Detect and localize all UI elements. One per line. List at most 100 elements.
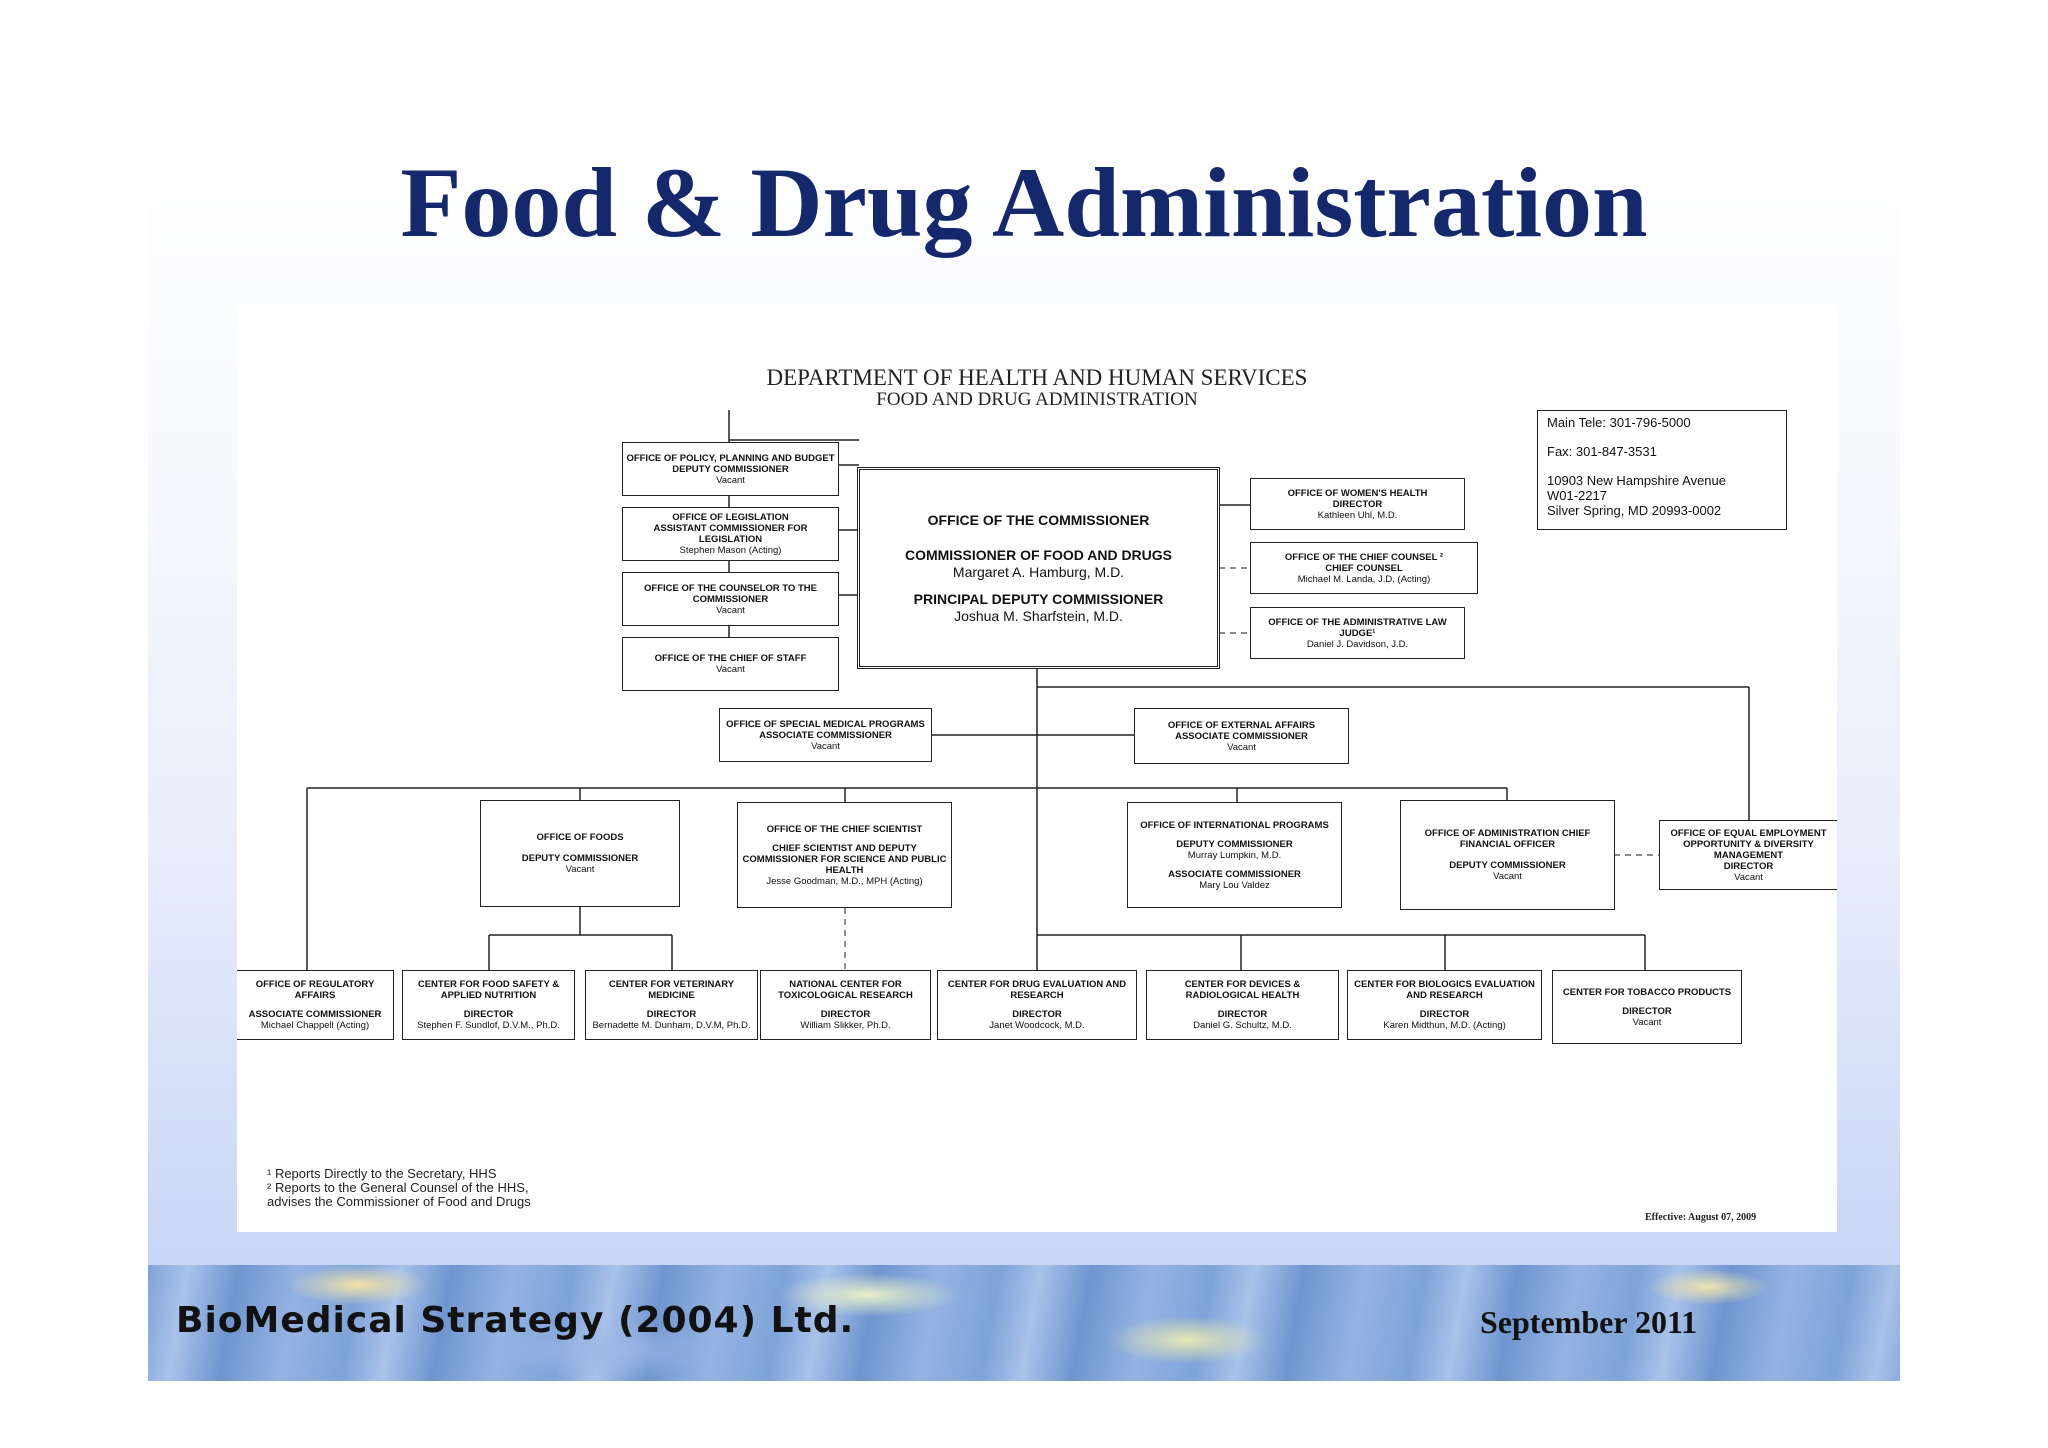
footnote-3: advises the Commissioner of Food and Dru… [267,1194,531,1209]
box-role: DEPUTY COMMISSIONER [672,463,789,475]
box-name: Karen Midthun, M.D. (Acting) [1383,1020,1506,1031]
box-title: OFFICE OF ADMINISTRATION CHIEF FINANCIAL… [1424,828,1591,850]
box-title: OFFICE OF REGULATORY AFFAIRS [255,979,375,1001]
office-international-programs: OFFICE OF INTERNATIONAL PROGRAMS DEPUTY … [1127,802,1342,908]
center-biologics: CENTER FOR BIOLOGICS EVALUATION AND RESE… [1347,970,1542,1040]
box-title: OFFICE OF THE CHIEF COUNSEL ² [1284,551,1444,563]
box-name: Vacant [811,740,840,752]
box-role: DIRECTOR [1332,498,1383,510]
box-role: ASSOCIATE COMMISSIONER [1175,730,1308,742]
box-title: CENTER FOR DEVICES & RADIOLOGICAL HEALTH [1184,979,1301,1001]
box-role: DIRECTOR [463,1009,514,1020]
office-equal-employment-opportunity: OFFICE OF EQUAL EMPLOYMENT OPPORTUNITY &… [1659,820,1837,890]
box-name: Bernadette M. Dunham, D.V.M, Ph.D. [592,1020,751,1031]
box-role: DIRECTOR [1217,1009,1268,1020]
box-role: CHIEF COUNSEL [1325,562,1403,574]
box-name: Daniel J. Davidson, J.D. [1306,638,1409,650]
box-role: DIRECTOR [1419,1009,1470,1020]
box-title: CENTER FOR DRUG EVALUATION AND RESEARCH [947,979,1127,1001]
box-name: Michael M. Landa, J.D. (Acting) [1297,573,1431,585]
box-role: ASSOCIATE COMMISSIONER [248,1009,382,1020]
contact-address-3: Silver Spring, MD 20993-0002 [1547,503,1722,518]
box-role: DIRECTOR [1622,1005,1672,1017]
center-devices-radiological: CENTER FOR DEVICES & RADIOLOGICAL HEALTH… [1146,970,1339,1040]
footer-banner [148,1265,1900,1381]
box-name: Michael Chappell (Acting) [260,1020,370,1031]
box-title: CENTER FOR TOBACCO PRODUCTS [1562,986,1732,998]
footnote-2: ² Reports to the General Counsel of the … [267,1180,529,1195]
office-chief-of-staff: OFFICE OF THE CHIEF OF STAFF Vacant [622,637,839,691]
box-role: DIRECTOR [820,1009,871,1020]
office-external-affairs: OFFICE OF EXTERNAL AFFAIRS ASSOCIATE COM… [1134,708,1349,764]
box-role: CHIEF SCIENTIST AND DEPUTY COMMISSIONER … [742,842,947,876]
commissioner-office-title: OFFICE OF THE COMMISSIONER [927,511,1150,528]
commissioner-name: Margaret A. Hamburg, M.D. [952,563,1125,580]
box-name: Vacant [1632,1016,1662,1028]
slide-title: Food & Drug Administration [400,147,1648,258]
box-title: CENTER FOR VETERINARY MEDICINE [608,979,735,1001]
box-title: OFFICE OF POLICY, PLANNING AND BUDGET [626,452,835,464]
box-name-2: Mary Lou Valdez [1199,879,1270,891]
contact-tele: Main Tele: 301-796-5000 [1547,415,1691,430]
box-role: DIRECTOR [1723,860,1774,872]
contact-address-2: W01-2217 [1547,488,1607,503]
center-toxicological-research: NATIONAL CENTER FOR TOXICOLOGICAL RESEAR… [760,970,931,1040]
box-name: William Slikker, Ph.D. [800,1020,891,1031]
box-role: DEPUTY COMMISSIONER [521,853,639,864]
deputy-commissioner-name: Joshua M. Sharfstein, M.D. [954,607,1123,624]
box-title: OFFICE OF WOMEN'S HEALTH [1287,487,1428,499]
chart-header-department: DEPARTMENT OF HEALTH AND HUMAN SERVICES [766,365,1308,390]
office-policy-planning-budget: OFFICE OF POLICY, PLANNING AND BUDGET DE… [622,442,839,496]
contact-address-1: 10903 New Hampshire Avenue [1547,473,1726,488]
office-chief-counsel: OFFICE OF THE CHIEF COUNSEL ² CHIEF COUN… [1250,542,1478,594]
box-name: Murray Lumpkin, M.D. [1187,849,1282,861]
office-administrative-law-judge: OFFICE OF THE ADMINISTRATIVE LAW JUDGE¹ … [1250,607,1465,659]
box-title: OFFICE OF THE CHIEF SCIENTIST [766,823,923,835]
box-title: OFFICE OF EQUAL EMPLOYMENT OPPORTUNITY &… [1670,827,1827,861]
box-role: ASSISTANT COMMISSIONER FOR LEGISLATION [653,523,808,545]
box-title: CENTER FOR BIOLOGICS EVALUATION AND RESE… [1354,979,1535,1001]
footnote-1: ¹ Reports Directly to the Secretary, HHS [267,1166,497,1181]
box-name: Vacant [565,864,595,875]
center-tobacco-products: CENTER FOR TOBACCO PRODUCTS DIRECTOR Vac… [1552,970,1742,1044]
box-name: Vacant [1227,741,1256,753]
box-role: DEPUTY COMMISSIONER [1449,860,1566,871]
contact-box: Main Tele: 301-796-5000 Fax: 301-847-353… [1537,410,1787,530]
box-name: Jesse Goodman, M.D., MPH (Acting) [766,875,923,887]
box-name: Kathleen Uhl, M.D. [1317,509,1398,521]
box-title: OFFICE OF SPECIAL MEDICAL PROGRAMS [726,718,925,730]
box-title: NATIONAL CENTER FOR TOXICOLOGICAL RESEAR… [778,979,913,1001]
box-title: OFFICE OF THE COUNSELOR TO THE COMMISSIO… [644,582,817,605]
box-name: Stephen F. Sundlof, D.V.M., Ph.D. [417,1020,560,1031]
center-veterinary-medicine: CENTER FOR VETERINARY MEDICINE DIRECTOR … [585,970,758,1040]
office-chief-scientist: OFFICE OF THE CHIEF SCIENTIST CHIEF SCIE… [737,802,952,908]
box-name: Stephen Mason (Acting) [679,545,782,556]
box-name: Vacant [1493,871,1522,882]
center-drug-evaluation: CENTER FOR DRUG EVALUATION AND RESEARCH … [937,970,1137,1040]
box-role: ASSOCIATE COMMISSIONER [759,729,892,741]
deputy-commissioner-role: PRINCIPAL DEPUTY COMMISSIONER [913,590,1164,607]
company-logo-text: BioMedical Strategy (2004) Ltd. [176,1300,855,1341]
slide-date: September 2011 [1480,1304,1698,1340]
box-title: OFFICE OF THE ADMINISTRATIVE LAW JUDGE¹ [1268,616,1447,639]
box-role: DEPUTY COMMISSIONER [1176,838,1293,850]
effective-date: Effective: August 07, 2009 [1645,1212,1757,1223]
office-legislation: OFFICE OF LEGISLATION ASSISTANT COMMISSI… [622,507,839,561]
box-title: OFFICE OF EXTERNAL AFFAIRS [1167,719,1316,731]
contact-fax: Fax: 301-847-3531 [1547,444,1657,459]
office-of-the-commissioner: OFFICE OF THE COMMISSIONER COMMISSIONER … [857,467,1220,669]
box-title: CENTER FOR FOOD SAFETY & APPLIED NUTRITI… [417,979,560,1001]
office-counselor: OFFICE OF THE COUNSELOR TO THE COMMISSIO… [622,572,839,626]
box-role-2: ASSOCIATE COMMISSIONER [1168,868,1301,880]
box-name: Janet Woodcock, M.D. [989,1020,1085,1031]
center-food-safety: CENTER FOR FOOD SAFETY & APPLIED NUTRITI… [402,970,575,1040]
center-regulatory-affairs: OFFICE OF REGULATORY AFFAIRS ASSOCIATE C… [237,970,394,1040]
box-name: Vacant [716,604,745,616]
office-of-foods: OFFICE OF FOODS DEPUTY COMMISSIONER Vaca… [480,800,680,907]
org-chart: DEPARTMENT OF HEALTH AND HUMAN SERVICES … [237,305,1837,1232]
box-title: OFFICE OF LEGISLATION [672,512,789,523]
office-special-medical-programs: OFFICE OF SPECIAL MEDICAL PROGRAMS ASSOC… [719,708,932,762]
box-name: Vacant [716,474,745,486]
box-title: OFFICE OF THE CHIEF OF STAFF [654,653,807,664]
box-role: DIRECTOR [1012,1009,1062,1020]
